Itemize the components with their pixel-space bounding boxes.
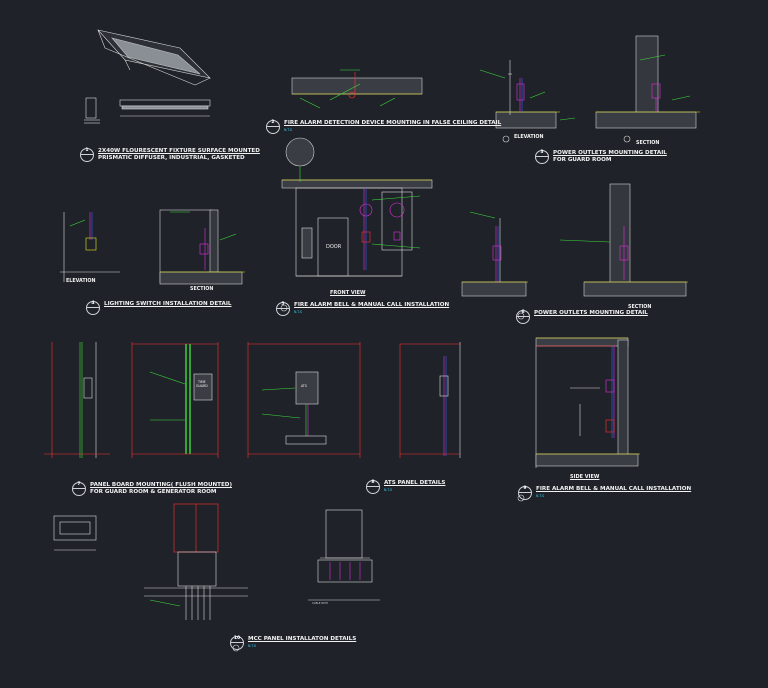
detail-title-2: 2 FIRE ALARM DETECTION DEVICE MOUNTING I… bbox=[266, 120, 501, 134]
detail-title-text: FIRE ALARM BELL & MANUAL CALL INSTALLATI… bbox=[294, 302, 450, 308]
detail-title-9: 9 FIRE ALARM BELL & MANUAL CALL INSTALLA… bbox=[518, 486, 691, 500]
view-label-front: FRONT VIEW bbox=[330, 290, 366, 296]
detail-title-8: 8 ATS PANEL DETAILS N.T.S bbox=[366, 480, 445, 494]
detail-number-bubble: 3 bbox=[535, 150, 549, 164]
panel-label-ats: ATS bbox=[301, 384, 307, 388]
detail-number-bubble: 4 bbox=[86, 301, 100, 315]
view-label-elevation: ELEVATION bbox=[66, 279, 96, 284]
detail-title-6: 6 POWER OUTLETS MOUNTING DETAIL bbox=[516, 310, 648, 324]
detail-2-ceiling-drawing bbox=[291, 69, 423, 109]
detail-9-fire-alarm-drawing bbox=[517, 337, 640, 502]
view-label-section: SECTION bbox=[190, 287, 214, 292]
detail-title-text: LIGHTING SWITCH INSTALLATION DETAIL bbox=[104, 301, 232, 307]
detail-6-outlets-drawing bbox=[461, 183, 688, 320]
detail-4-switch-drawing bbox=[60, 209, 245, 285]
detail-title-text: 2X40W FLOURESCENT FIXTURE SURFACE MOUNTE… bbox=[98, 148, 260, 154]
view-label-cable-path: CABLE PATH bbox=[312, 602, 328, 605]
detail-title-7: 7 PANEL BOARD MOUNTING( FLUSH MOUNTED) F… bbox=[72, 482, 232, 496]
detail-scale-text: N.T.S bbox=[294, 309, 303, 314]
view-label-side: SIDE VIEW bbox=[570, 474, 600, 480]
detail-number-bubble: 6 bbox=[516, 310, 530, 324]
detail-scale-text: N.T.S bbox=[284, 127, 293, 132]
view-label-elevation: ELEVATION bbox=[514, 135, 544, 140]
detail-title-text: POWER OUTLETS MOUNTING DETAIL bbox=[534, 310, 648, 316]
detail-title-10: 10 MCC PANEL INSTALLATON DETAILS N.T.S bbox=[230, 636, 356, 650]
detail-7-panel-drawing bbox=[44, 342, 219, 458]
detail-scale-text: N.T.S bbox=[536, 493, 545, 498]
detail-number-bubble: 7 bbox=[72, 482, 86, 496]
detail-title-3: 3 POWER OUTLETS MOUNTING DETAIL FOR GUAR… bbox=[535, 150, 667, 164]
door-label: DOOR bbox=[326, 244, 342, 250]
detail-number-bubble: 2 bbox=[266, 120, 280, 134]
detail-10-mcc-drawing bbox=[53, 503, 380, 652]
detail-title-text: FIRE ALARM BELL & MANUAL CALL INSTALLATI… bbox=[536, 486, 692, 492]
detail-title-text: FIRE ALARM DETECTION DEVICE MOUNTING IN … bbox=[284, 120, 502, 126]
detail-title-1: 1 2X40W FLOURESCENT FIXTURE SURFACE MOUN… bbox=[80, 148, 260, 162]
detail-subtitle-text: PRISMATIC DIFFUSER, INDUSTRIAL, GASKETED bbox=[98, 154, 245, 161]
detail-number-bubble: 1 bbox=[80, 148, 94, 162]
detail-title-text: MCC PANEL INSTALLATON DETAILS bbox=[248, 636, 357, 642]
detail-number-bubble: 9 bbox=[518, 486, 532, 500]
view-label-section: SECTION bbox=[628, 305, 652, 310]
detail-scale-text: N.T.S bbox=[248, 643, 257, 648]
detail-subtitle-text: FOR GUARD ROOM & GENERATOR ROOM bbox=[90, 488, 217, 495]
detail-number-bubble: 5 bbox=[276, 302, 290, 316]
detail-scale-text: N.T.S bbox=[384, 487, 393, 492]
view-label-section: SECTION bbox=[636, 141, 660, 146]
detail-title-text: ATS PANEL DETAILS bbox=[384, 480, 446, 486]
detail-number-bubble: 8 bbox=[366, 480, 380, 494]
detail-title-text: POWER OUTLETS MOUNTING DETAIL bbox=[553, 150, 667, 156]
detail-5-fire-alarm-drawing bbox=[280, 137, 433, 312]
detail-title-5: 5 FIRE ALARM BELL & MANUAL CALL INSTALLA… bbox=[276, 302, 449, 316]
detail-title-4: 4 LIGHTING SWITCH INSTALLATION DETAIL bbox=[86, 301, 232, 315]
detail-number-bubble: 10 bbox=[230, 636, 244, 650]
detail-1-fixture-drawing bbox=[84, 29, 211, 124]
detail-subtitle-text: FOR GUARD ROOM bbox=[553, 156, 612, 163]
detail-3-outlets-drawing bbox=[479, 35, 700, 143]
panel-label-time-guard: TIME GUARD bbox=[196, 380, 208, 388]
detail-title-text: PANEL BOARD MOUNTING( FLUSH MOUNTED) bbox=[90, 482, 233, 488]
detail-8-ats-drawing bbox=[247, 342, 461, 458]
